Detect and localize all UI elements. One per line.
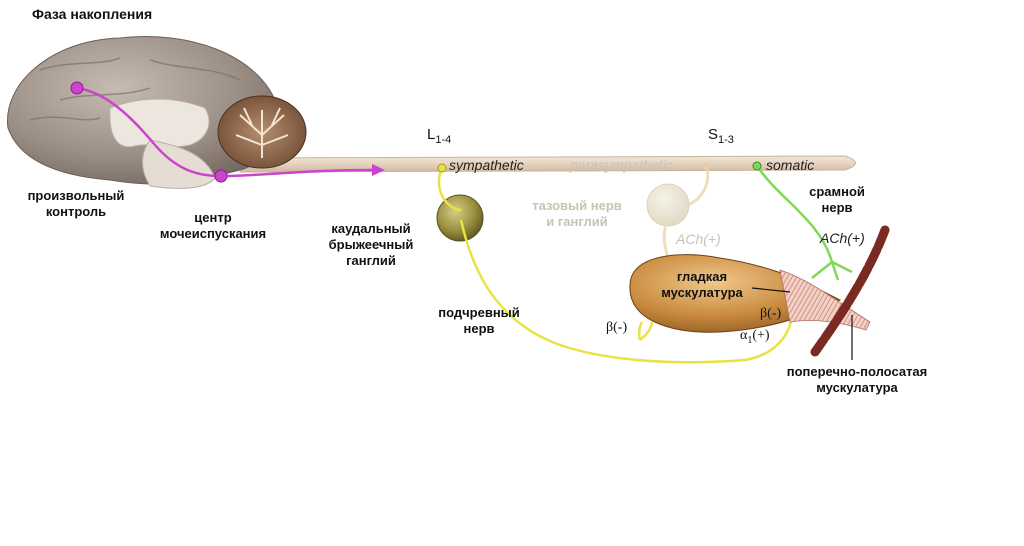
- label-line: нерв: [463, 321, 495, 336]
- alpha-subscript: 1: [747, 334, 753, 346]
- label-line: брыжеечный: [328, 237, 414, 252]
- voluntary-control-label: произвольный контроль: [20, 188, 132, 220]
- caudal-mesenteric-ganglion: [436, 194, 484, 242]
- alpha-label: α1(+): [740, 328, 770, 346]
- lumbar-segment-label: L1-4: [427, 126, 451, 146]
- micturition-center-label: центр мочеиспускания: [150, 210, 276, 242]
- segment-letter: S: [708, 126, 719, 143]
- smooth-muscle-leader: [751, 287, 791, 293]
- striated-muscle-label: поперечно-полосатая мускулатура: [772, 364, 942, 396]
- caudal-ganglion-label: каудальный брыжеечный ганглий: [312, 221, 430, 269]
- pelvic-nerve-label: тазовый нерв и ганглий: [522, 198, 632, 230]
- label-line: гладкая: [676, 269, 728, 284]
- somatic-label: somatic: [766, 157, 815, 173]
- alpha-effect: (+): [752, 328, 770, 343]
- label-line: произвольный: [27, 188, 125, 203]
- sympathetic-label: sympathetic: [449, 157, 524, 173]
- label-line: мочеиспускания: [159, 226, 267, 241]
- bladder: [629, 254, 871, 333]
- beta-right-label: β(-): [760, 306, 782, 321]
- somatic-pathway: [752, 161, 853, 281]
- label-line: мускулатура: [816, 380, 898, 395]
- label-line: нерв: [821, 200, 853, 215]
- ach-parasympathetic-label: ACh(+): [676, 231, 721, 247]
- label-line: каудальный: [331, 221, 411, 236]
- label-line: и ганглий: [546, 214, 608, 229]
- segment-range: 1-3: [718, 134, 734, 146]
- parasympathetic-pathway: [646, 162, 710, 259]
- parasympathetic-label: parasympathetic: [570, 157, 673, 173]
- segment-letter: L: [427, 126, 436, 143]
- spinal-cord: [239, 155, 856, 173]
- cerebellum: [217, 95, 307, 169]
- voluntary-pathway: [70, 81, 385, 183]
- sacral-segment-label: S1-3: [708, 126, 734, 146]
- label-line: тазовый нерв: [532, 198, 622, 213]
- pudendal-nerve-label: срамной нерв: [794, 184, 880, 216]
- striated-muscle: [810, 225, 890, 357]
- label-line: контроль: [45, 204, 107, 219]
- segment-range: 1-4: [435, 134, 452, 146]
- label-line: поперечно-полосатая: [786, 364, 928, 379]
- alpha-symbol: α: [740, 328, 748, 343]
- hypogastric-nerve-label: подчревный нерв: [424, 305, 534, 337]
- label-line: центр: [194, 210, 232, 225]
- page-title: Фаза накопления: [32, 6, 153, 22]
- label-line: подчревный: [438, 305, 520, 320]
- ach-somatic-label: ACh(+): [820, 230, 865, 246]
- label-line: ганглий: [346, 253, 396, 268]
- label-line: мускулатура: [661, 285, 743, 300]
- beta-left-label: β(-): [606, 320, 628, 335]
- label-line: срамной: [809, 184, 865, 199]
- smooth-muscle-label: гладкая мускулатура: [650, 269, 754, 301]
